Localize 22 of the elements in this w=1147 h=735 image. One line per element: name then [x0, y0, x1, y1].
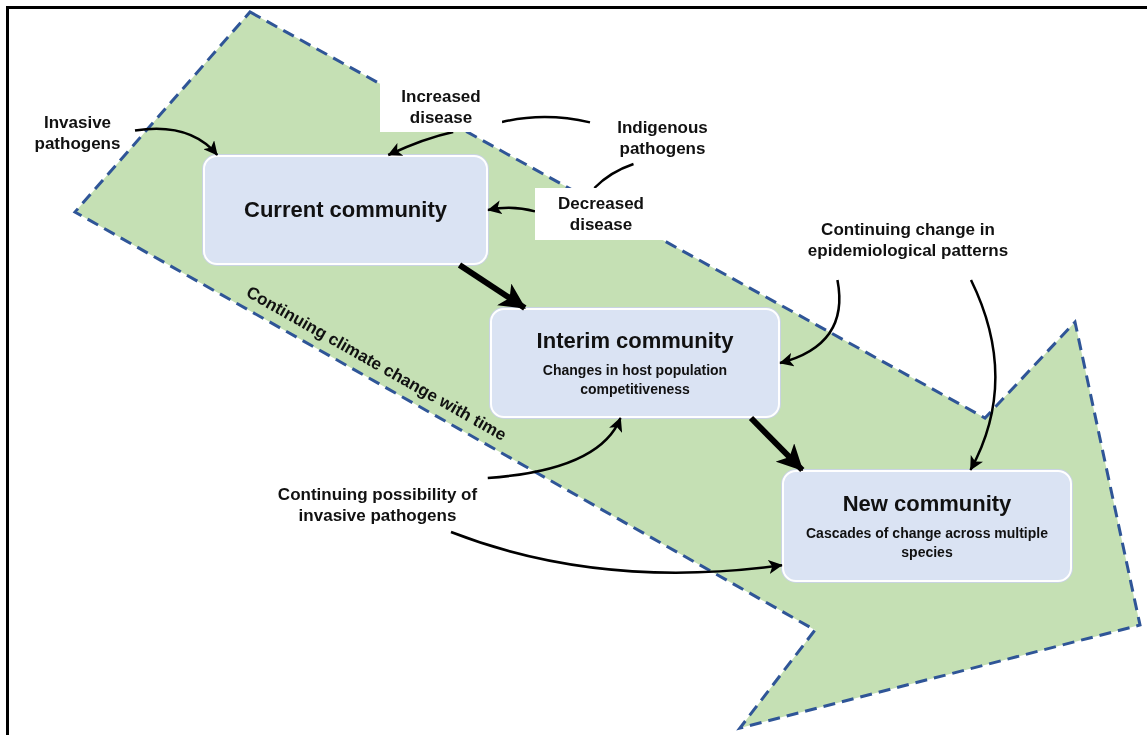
arrow [969, 279, 997, 471]
box-title: Current community [244, 196, 447, 224]
annotation-text: Continuing change in epidemiological patterns [782, 200, 1034, 280]
annotation-text: Continuing possibility of invasive pathogens [255, 478, 500, 532]
arrow [487, 200, 536, 215]
arrow [450, 530, 783, 574]
box-title: Interim community [536, 327, 734, 355]
arrow [748, 415, 805, 473]
arrow [387, 130, 454, 157]
box-description: Changes in host population competitiveness [541, 360, 729, 399]
box-title: New community [842, 490, 1012, 518]
arrow [487, 417, 622, 480]
community-box [782, 470, 1072, 582]
arrow [457, 262, 527, 311]
box-description: Cascades of change across multiple species [805, 523, 1049, 562]
community-box [203, 155, 488, 265]
arrow [779, 279, 841, 366]
annotation-text: Invasive pathogens [20, 108, 135, 158]
connector-line [593, 162, 634, 189]
callout-label: Increased disease [380, 82, 502, 132]
connector-line [501, 115, 591, 124]
annotation-text: Indigenous pathogens [590, 112, 735, 164]
